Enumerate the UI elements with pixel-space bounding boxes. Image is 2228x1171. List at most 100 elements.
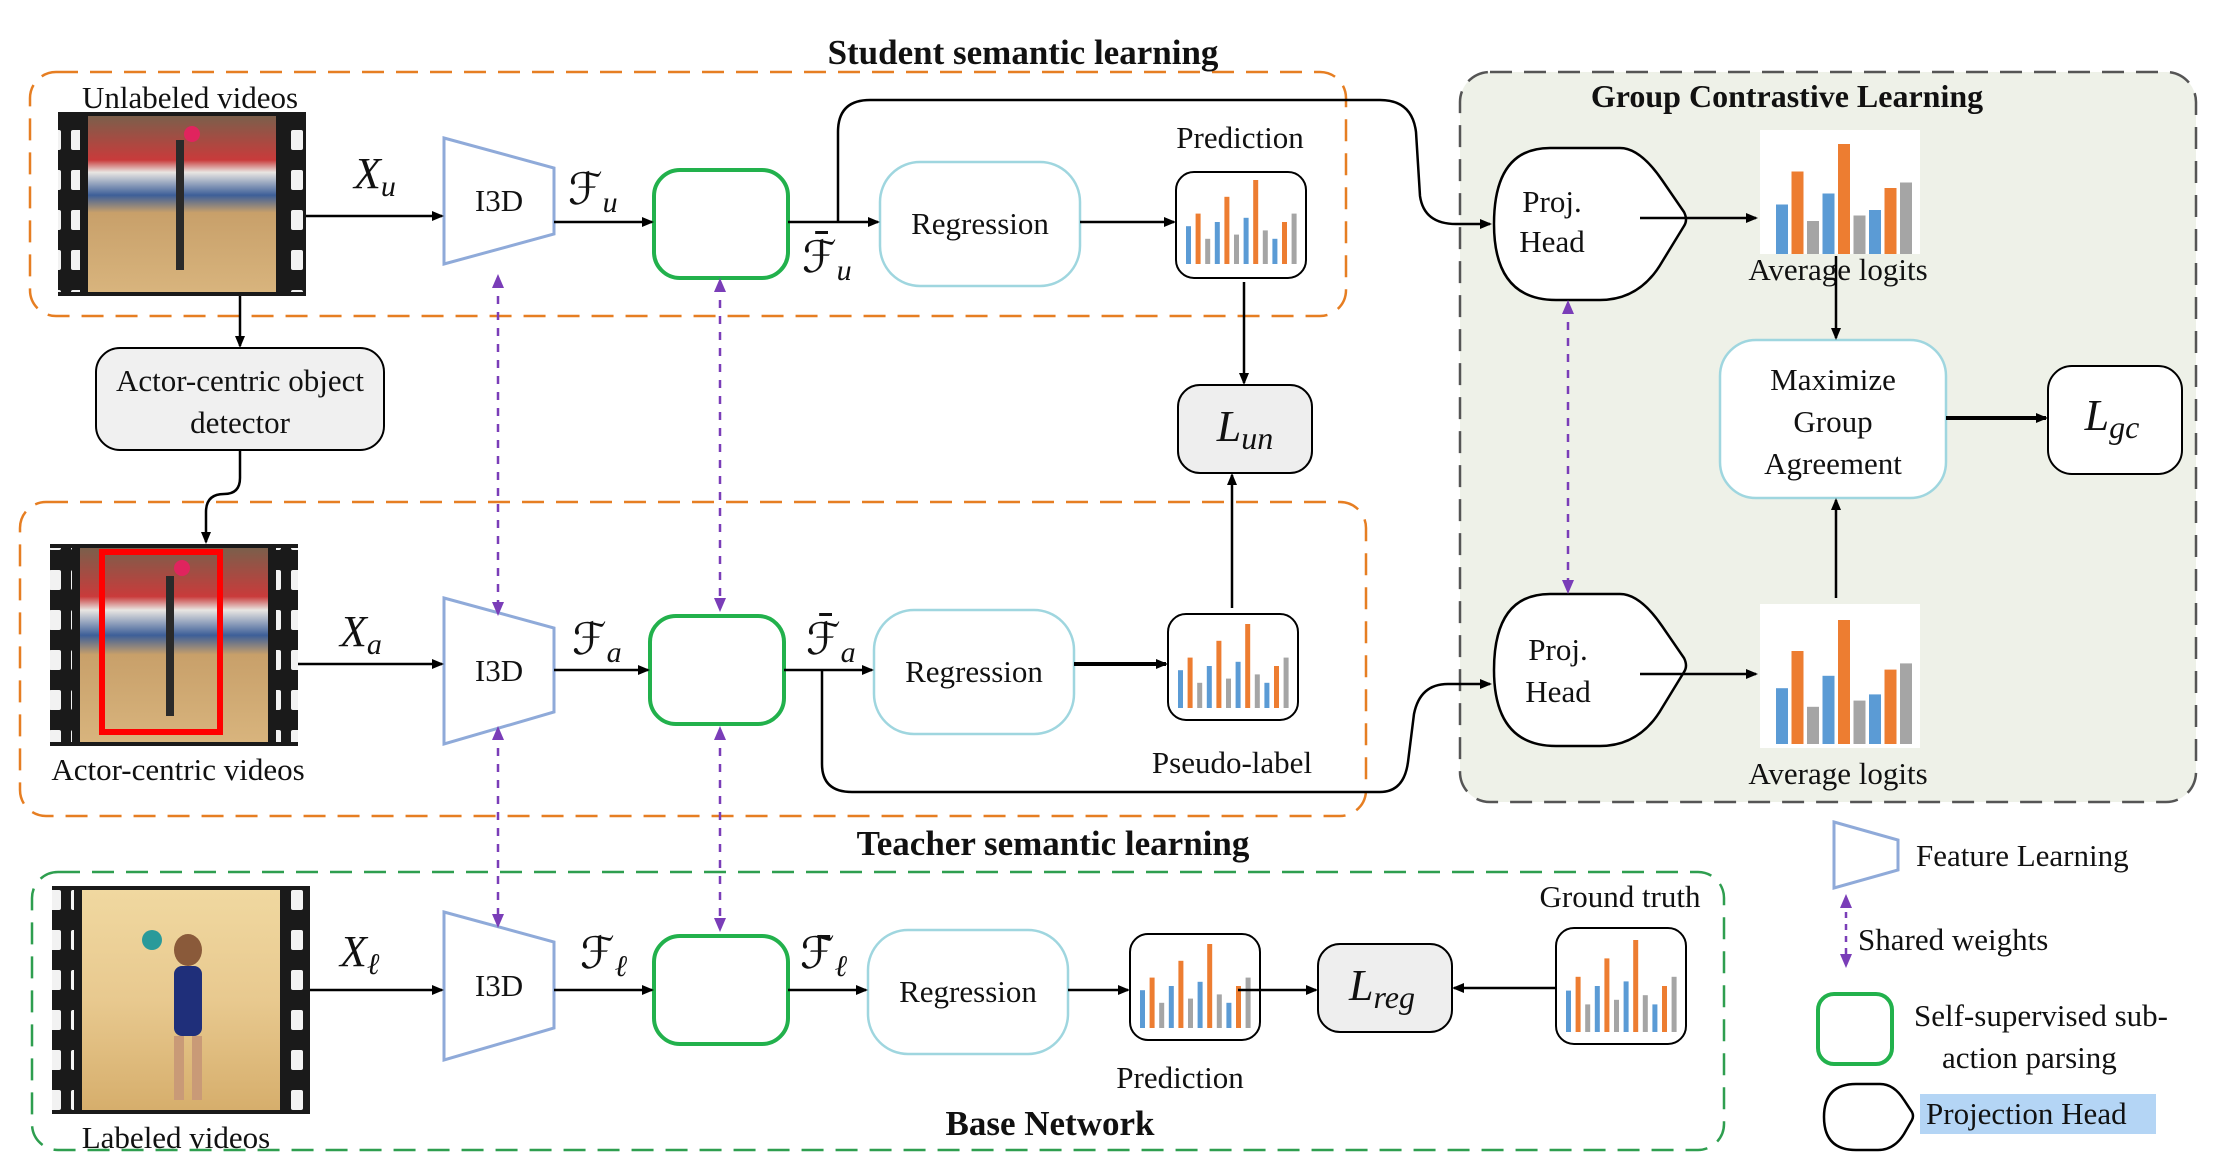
icon-bar: [1838, 620, 1850, 744]
i3d-backbone-base: I3D: [442, 910, 556, 1062]
student-section-title: Student semantic learning: [828, 33, 1219, 72]
legend-highlight: [1920, 1094, 2156, 1134]
icon-bar: [1614, 999, 1619, 1032]
bar-chart-icon: [1555, 927, 1687, 1045]
detector-label-line2: detector: [190, 405, 291, 440]
icon-bar: [1226, 678, 1231, 708]
icon-bar: [1642, 995, 1648, 1032]
pseudo-label-label: Pseudo-label: [1152, 745, 1312, 780]
feature-fl-label: ℱℓ: [580, 929, 628, 983]
loss-gc-box: [2047, 365, 2183, 475]
parsed-fl-label: ℱ̄ℓ: [800, 929, 848, 983]
icon-bar: [1853, 700, 1866, 744]
icon-bar: [1195, 213, 1201, 264]
flow-arrows: [201, 98, 2048, 995]
average-logits-bottom-label: Average logits: [1748, 756, 1927, 791]
bar-chart-icon: [1167, 613, 1299, 721]
icon-bar: [1652, 1004, 1658, 1032]
icon-bar: [1253, 180, 1259, 264]
icon-bar: [1884, 188, 1897, 254]
icon-bar: [1272, 238, 1278, 264]
proj-head-bottom-line1: Proj.: [1528, 632, 1587, 667]
ground-truth-label: Ground truth: [1539, 879, 1701, 914]
icon-bar: [1671, 976, 1677, 1032]
icon-bar: [1791, 651, 1804, 744]
icon-bar: [1224, 196, 1230, 264]
sub-action-parsing-box-teacher: [648, 614, 786, 726]
icon-bar: [1168, 986, 1174, 1028]
icon-bar: [1869, 210, 1881, 254]
bar-chart-icon: [1760, 130, 1920, 254]
svg-text:Regression: Regression: [905, 654, 1043, 689]
base-section-title: Base Network: [946, 1104, 1156, 1143]
icon-bar: [1264, 682, 1270, 708]
icon-bar: [1807, 706, 1819, 744]
icon-bar: [1838, 144, 1850, 254]
bar-chart-icon: [1760, 604, 1920, 748]
bar-chart-icon: [1129, 933, 1261, 1041]
icon-bar: [1245, 624, 1251, 708]
icon-bar: [1282, 222, 1287, 264]
icon-bar: [1853, 215, 1866, 254]
parsed-fa-label: ℱ̄a: [806, 613, 856, 669]
projection-head-icon: [1492, 146, 1688, 302]
proj-head-top-line2: Head: [1519, 224, 1585, 259]
regression-box-student: [878, 160, 1082, 288]
icon-bar: [1274, 666, 1279, 708]
projection-head-legend-icon: [1822, 1082, 1915, 1152]
input-xa-label: Xa: [338, 607, 382, 661]
icon-bar: [1245, 977, 1251, 1028]
icon-bar: [1633, 940, 1639, 1032]
icon-bar: [1869, 694, 1881, 744]
icon-bar: [1206, 666, 1212, 708]
icon-bar: [1262, 230, 1268, 264]
bar-chart-icon: [1175, 171, 1307, 279]
regression-box-base: [866, 928, 1070, 1056]
actor-centric-videos-label: Actor-centric videos: [51, 752, 304, 787]
icon-bar: [1791, 171, 1804, 254]
loss-un-label: Lun: [1216, 402, 1273, 456]
icon-bar: [1662, 986, 1667, 1032]
loss-un-box: [1177, 384, 1313, 474]
icon-bar: [1604, 958, 1610, 1032]
icon-bar: [1884, 669, 1897, 744]
icon-bar: [1197, 981, 1203, 1028]
parsed-fu-label: ℱ̄u: [802, 231, 852, 287]
maximize-line2: Group: [1793, 404, 1872, 439]
shared-weight-arrows: [492, 274, 1574, 932]
loss-reg-label: Lreg: [1348, 961, 1415, 1015]
teacher-section-title: Teacher semantic learning: [857, 824, 1250, 863]
icon-bar: [1594, 986, 1600, 1032]
prediction-bottom-label: Prediction: [1116, 1060, 1244, 1095]
average-logits-top-label: Average logits: [1748, 252, 1927, 287]
icon-bar: [1900, 663, 1912, 744]
svg-text:I3D: I3D: [475, 183, 523, 218]
icon-bar: [1226, 1002, 1232, 1028]
icon-bar: [1807, 221, 1819, 254]
legend-feature-learning: Feature Learning: [1916, 838, 2129, 873]
video-frame-icon: [50, 544, 298, 746]
icon-bar: [1178, 960, 1184, 1028]
legend-shared-weights: Shared weights: [1858, 922, 2048, 957]
icon-bar: [1216, 994, 1222, 1028]
regression-box-teacher: [872, 608, 1076, 736]
icon-bar: [1566, 990, 1571, 1032]
base-section-frame: [30, 870, 1726, 1152]
svg-text:I3D: I3D: [475, 653, 523, 688]
feature-fa-label: ℱa: [572, 615, 622, 669]
legend-self-supervised-1: Self-supervised sub-: [1914, 998, 2168, 1033]
icon-bar: [1623, 981, 1629, 1032]
icon-bar: [1216, 640, 1222, 708]
loss-gc-label: Lgc: [2084, 391, 2140, 445]
svg-text:I3D: I3D: [475, 968, 523, 1003]
icon-bar: [1236, 986, 1241, 1028]
detector-label-line1: Actor-centric object: [116, 363, 364, 398]
legend-self-supervised-2: action parsing: [1942, 1040, 2117, 1075]
icon-bar: [1214, 222, 1220, 264]
icon-bar: [1188, 998, 1193, 1028]
student-section-frame: [28, 70, 1348, 318]
icon-bar: [1776, 204, 1788, 254]
icon-bar: [1235, 661, 1241, 708]
unlabeled-videos-label: Unlabeled videos: [82, 80, 298, 115]
